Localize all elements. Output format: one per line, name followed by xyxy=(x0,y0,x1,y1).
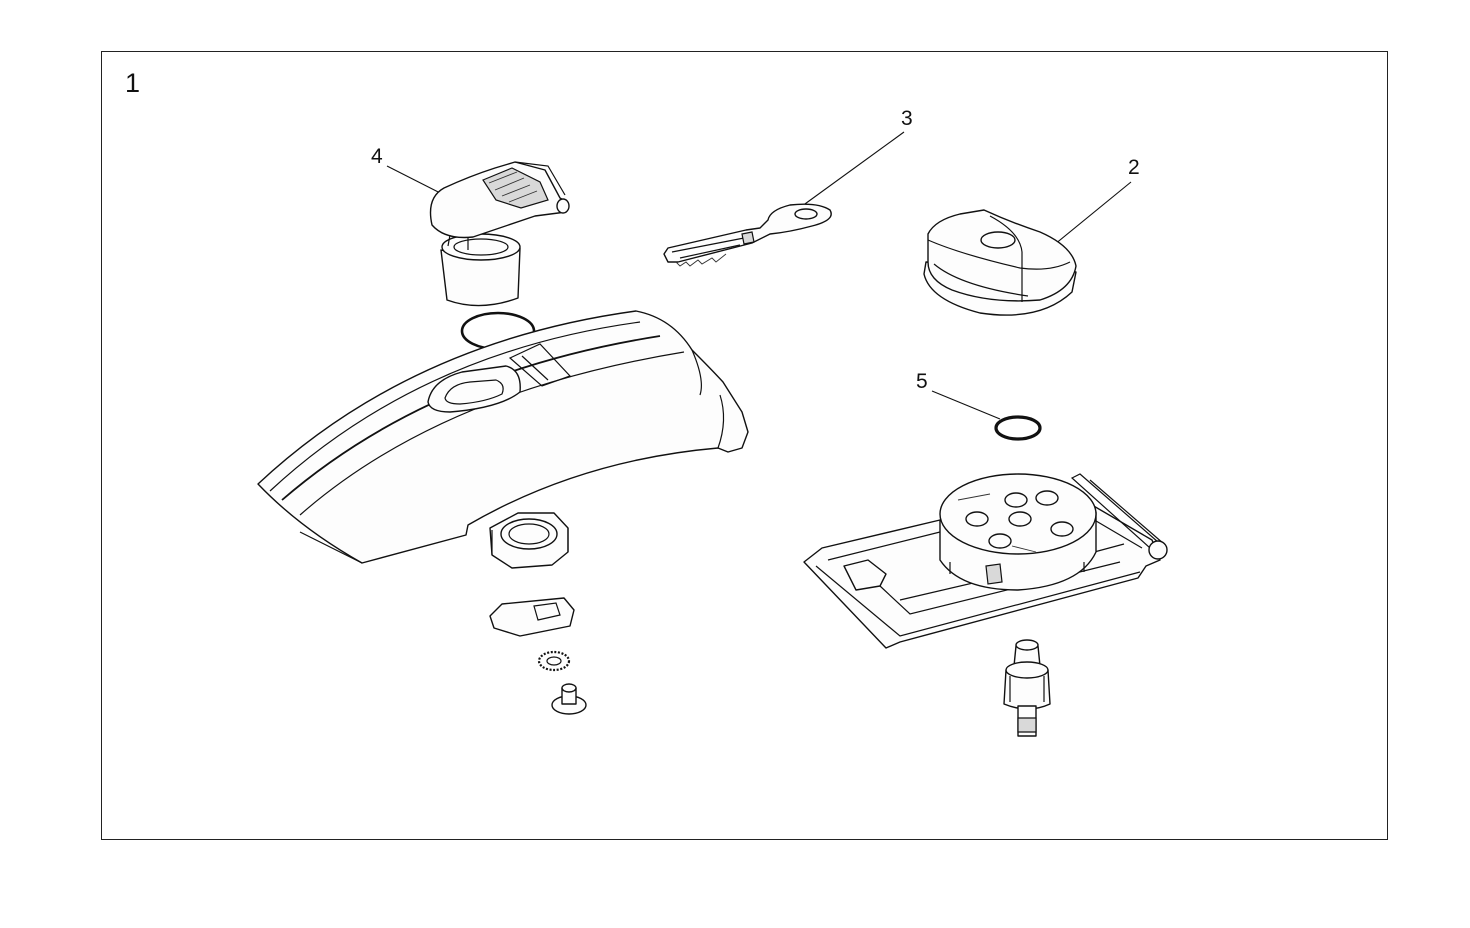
terminal-plug-part xyxy=(1003,639,1051,737)
callout-label-4: 4 xyxy=(371,145,383,168)
screw-part xyxy=(551,683,587,715)
key-part xyxy=(663,203,832,267)
diagram-frame xyxy=(101,51,1388,840)
leader-line-3 xyxy=(797,131,905,210)
hex-nut-part xyxy=(489,512,569,569)
lock-washer-part xyxy=(537,650,571,672)
lock-cylinder-part xyxy=(429,161,570,307)
callout-label-2: 2 xyxy=(1128,156,1140,179)
callout-label-5: 5 xyxy=(916,370,928,393)
figure-number: 1 xyxy=(125,68,141,98)
callout-label-3: 3 xyxy=(901,107,913,130)
o-ring-part xyxy=(994,415,1042,441)
cap-part xyxy=(923,209,1077,316)
housing-part xyxy=(257,310,749,564)
leader-line-5 xyxy=(931,390,1001,420)
cam-lever-part xyxy=(489,597,575,637)
selector-disc-part xyxy=(939,473,1097,591)
